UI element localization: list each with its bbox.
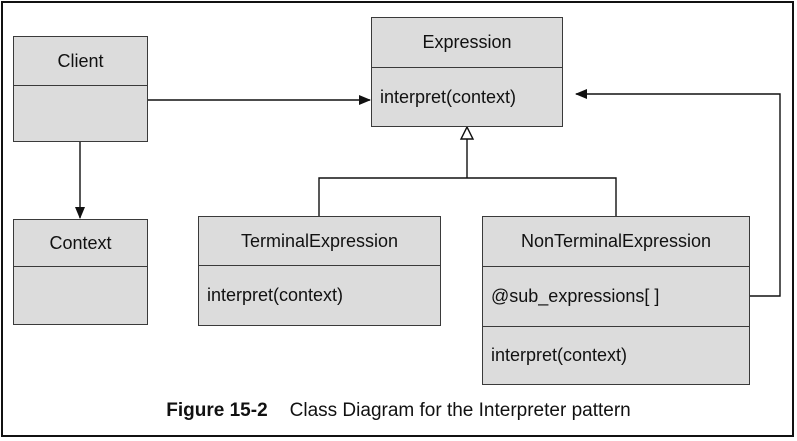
figure-caption-text: Class Diagram for the Interpreter patter… [289,400,631,421]
class-client: Client [13,36,148,142]
class-members [14,266,147,324]
figure-caption: Figure 15-2 Class Diagram for the Interpr… [0,400,797,422]
class-method: interpret(context) [372,67,562,126]
aggregation-connector [575,89,781,297]
class-members [14,85,147,141]
class-terminal-expression: TerminalExpression interpret(context) [198,216,441,326]
class-name: Context [49,232,112,253]
class-nonterminal-expression: NonTerminalExpression @sub_expressions[ … [482,216,750,385]
class-method: interpret(context) [199,265,440,325]
figure-number: Figure 15-2 [166,400,268,421]
class-method: interpret(context) [483,326,749,384]
class-context: Context [13,219,148,325]
inheritance-connector [318,177,617,216]
inheritance-triangle-icon [459,125,475,140]
class-expression: Expression interpret(context) [371,17,563,127]
class-name: Expression [422,32,512,52]
class-name: Client [57,50,104,71]
class-attribute: @sub_expressions[ ] [483,266,749,326]
class-name: NonTerminalExpression [520,231,712,251]
class-name: TerminalExpression [240,230,399,251]
